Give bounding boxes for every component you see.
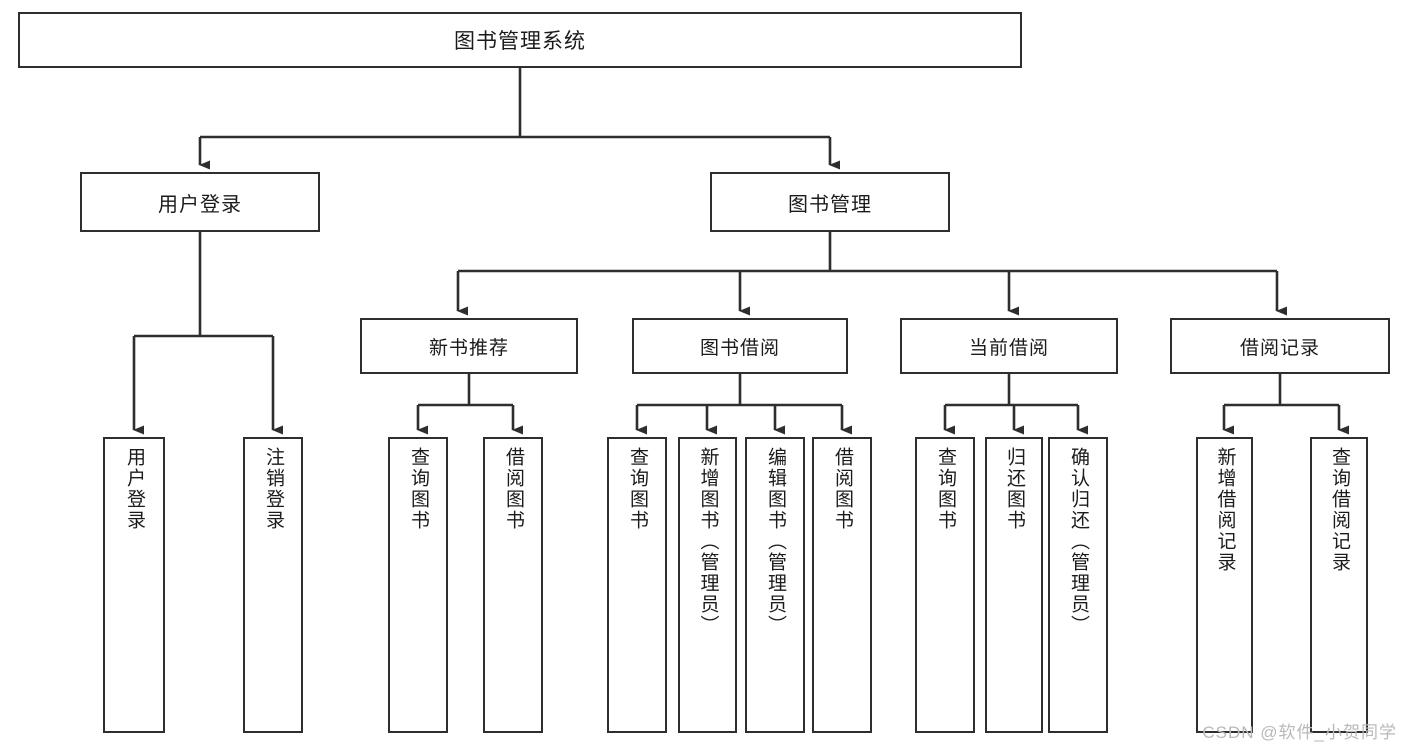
leaf-label: 查询借阅记录 — [1328, 447, 1350, 573]
leaf-query-book-borrow[interactable]: 查询图书 — [607, 437, 667, 733]
leaf-user-login[interactable]: 用户登录 — [103, 437, 165, 733]
node-book-borrow[interactable]: 图书借阅 — [632, 318, 848, 374]
leaf-label: 查询图书 — [626, 447, 648, 531]
leaf-label: 借阅图书 — [831, 447, 853, 531]
leaf-logout-login[interactable]: 注销登录 — [243, 437, 303, 733]
leaf-label: 查询图书 — [934, 447, 956, 531]
leaf-query-book-current[interactable]: 查询图书 — [915, 437, 975, 733]
leaf-label: 归还图书 — [1003, 447, 1025, 531]
leaf-confirm-return-admin[interactable]: 确认归还（管理员） — [1048, 437, 1108, 733]
leaf-label: 用户登录 — [123, 447, 145, 531]
leaf-borrow-book-recommend[interactable]: 借阅图书 — [483, 437, 543, 733]
node-borrow-record-label: 借阅记录 — [1239, 337, 1320, 359]
csdn-watermark: CSDN @软件_小贺同学 — [1202, 723, 1397, 742]
node-new-book-recommend[interactable]: 新书推荐 — [360, 318, 578, 374]
leaf-label: 新增图书（管理员） — [697, 447, 719, 636]
node-book-management[interactable]: 图书管理 — [710, 172, 950, 232]
leaf-borrow-book[interactable]: 借阅图书 — [812, 437, 872, 733]
leaf-label: 新增借阅记录 — [1214, 447, 1236, 573]
node-new-book-recommend-label: 新书推荐 — [428, 337, 509, 359]
leaf-return-book[interactable]: 归还图书 — [985, 437, 1043, 733]
node-current-borrow-label: 当前借阅 — [968, 337, 1049, 359]
leaf-label: 确认归还（管理员） — [1067, 447, 1089, 636]
node-root-label: 图书管理系统 — [454, 30, 586, 53]
leaf-edit-book-admin[interactable]: 编辑图书（管理员） — [745, 437, 805, 733]
node-borrow-record[interactable]: 借阅记录 — [1170, 318, 1390, 374]
node-user-login[interactable]: 用户登录 — [80, 172, 320, 232]
leaf-add-book-admin[interactable]: 新增图书（管理员） — [678, 437, 737, 733]
leaf-label: 查询图书 — [407, 447, 429, 531]
leaf-label: 编辑图书（管理员） — [764, 447, 786, 636]
node-current-borrow[interactable]: 当前借阅 — [900, 318, 1118, 374]
leaf-label: 注销登录 — [262, 447, 284, 531]
leaf-label: 借阅图书 — [502, 447, 524, 531]
leaf-add-borrow-record[interactable]: 新增借阅记录 — [1196, 437, 1253, 733]
node-root[interactable]: 图书管理系统 — [18, 12, 1022, 68]
leaf-query-book-recommend[interactable]: 查询图书 — [388, 437, 448, 733]
node-user-login-label: 用户登录 — [158, 193, 242, 216]
leaf-query-borrow-record[interactable]: 查询借阅记录 — [1310, 437, 1368, 733]
node-book-borrow-label: 图书借阅 — [699, 337, 780, 359]
node-book-management-label: 图书管理 — [788, 193, 872, 216]
